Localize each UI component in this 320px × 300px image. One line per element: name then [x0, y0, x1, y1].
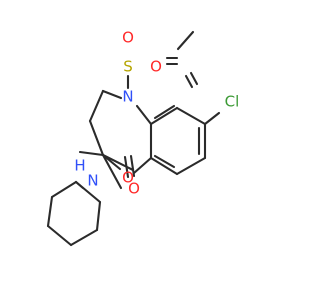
bond: [176, 30, 195, 51]
structure-diagram: Cl N S O O O O N H: [46, 28, 240, 247]
bond: [88, 119, 105, 157]
amide-nitrogen-label: N: [87, 172, 98, 190]
bond: [153, 104, 176, 120]
bond: [95, 200, 102, 232]
bond: [78, 150, 105, 157]
bond: [149, 156, 179, 176]
bond: [74, 180, 102, 204]
chlorine-atom-label: Cl: [225, 93, 240, 111]
molecule-drawing: Cl N S O O O O N H: [46, 29, 239, 247]
bond: [101, 153, 123, 190]
bond: [203, 111, 221, 126]
atom-labels: Cl N S O O O O N H: [74, 29, 239, 198]
ring-oxygen-label: O: [122, 169, 134, 187]
carbonyl-oxygen-label: O: [128, 180, 140, 198]
sulfur-atom-label: S: [123, 58, 133, 76]
bond: [101, 153, 135, 172]
bonds: [46, 30, 221, 247]
sulfonyl-oxygen-1-label: O: [150, 58, 162, 76]
ring-nitrogen-label: N: [122, 88, 133, 106]
bond: [135, 104, 153, 126]
bond: [50, 180, 78, 199]
sulfonyl-oxygen-2-label: O: [122, 29, 134, 47]
bond: [175, 156, 207, 176]
bond: [88, 89, 105, 123]
bond: [153, 154, 176, 169]
amide-hydrogen-label: H: [74, 157, 85, 175]
bond: [129, 154, 136, 178]
bond: [175, 106, 207, 126]
bond: [184, 74, 194, 89]
bond: [132, 156, 153, 175]
bond: [149, 106, 179, 126]
bond: [123, 155, 130, 179]
bond: [46, 224, 73, 247]
bond: [69, 228, 99, 247]
bond: [46, 195, 54, 228]
bond: [101, 89, 123, 100]
bond: [189, 71, 199, 86]
